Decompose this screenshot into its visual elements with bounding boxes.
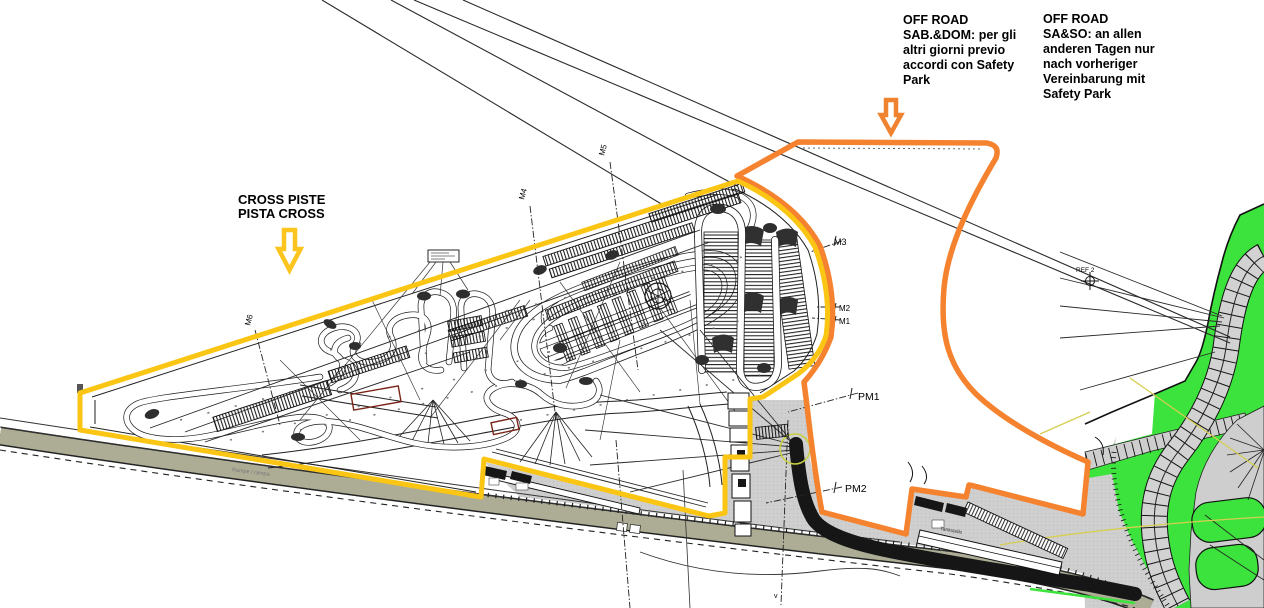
svg-text:Vereinbarung mit: Vereinbarung mit <box>1043 72 1146 86</box>
svg-text:anderen Tagen nur: anderen Tagen nur <box>1043 42 1155 56</box>
svg-text:CROSS PISTE: CROSS PISTE <box>238 192 326 207</box>
svg-text:PISTA CROSS: PISTA CROSS <box>238 206 325 221</box>
svg-text:M2: M2 <box>839 304 851 313</box>
svg-text:M6: M6 <box>243 313 255 327</box>
svg-text:altri giorni previo: altri giorni previo <box>903 43 1005 57</box>
svg-text:M1: M1 <box>839 317 851 326</box>
svg-text:accordi con Safety: accordi con Safety <box>903 58 1014 72</box>
svg-text:v: v <box>774 593 778 600</box>
svg-text:Rampe / rampa: Rampe / rampa <box>232 467 271 478</box>
svg-text:PM2: PM2 <box>845 483 867 495</box>
svg-text:nach vorheriger: nach vorheriger <box>1043 57 1138 71</box>
svg-text:OFF ROAD: OFF ROAD <box>903 13 968 27</box>
svg-text:M5: M5 <box>597 143 609 157</box>
svg-text:REF 2: REF 2 <box>1076 267 1095 274</box>
svg-text:Park: Park <box>903 73 930 87</box>
svg-text:SAB.&DOM: per gli: SAB.&DOM: per gli <box>903 28 1016 42</box>
svg-text:Safety Park: Safety Park <box>1043 87 1111 101</box>
svg-text:M3: M3 <box>834 237 847 247</box>
svg-text:OFF ROAD: OFF ROAD <box>1043 12 1108 26</box>
svg-text:M4: M4 <box>517 187 529 201</box>
svg-text:SA&SO: an allen: SA&SO: an allen <box>1043 27 1142 41</box>
svg-text:PM1: PM1 <box>858 391 880 403</box>
svg-text:Tankstelle: Tankstelle <box>940 526 963 536</box>
